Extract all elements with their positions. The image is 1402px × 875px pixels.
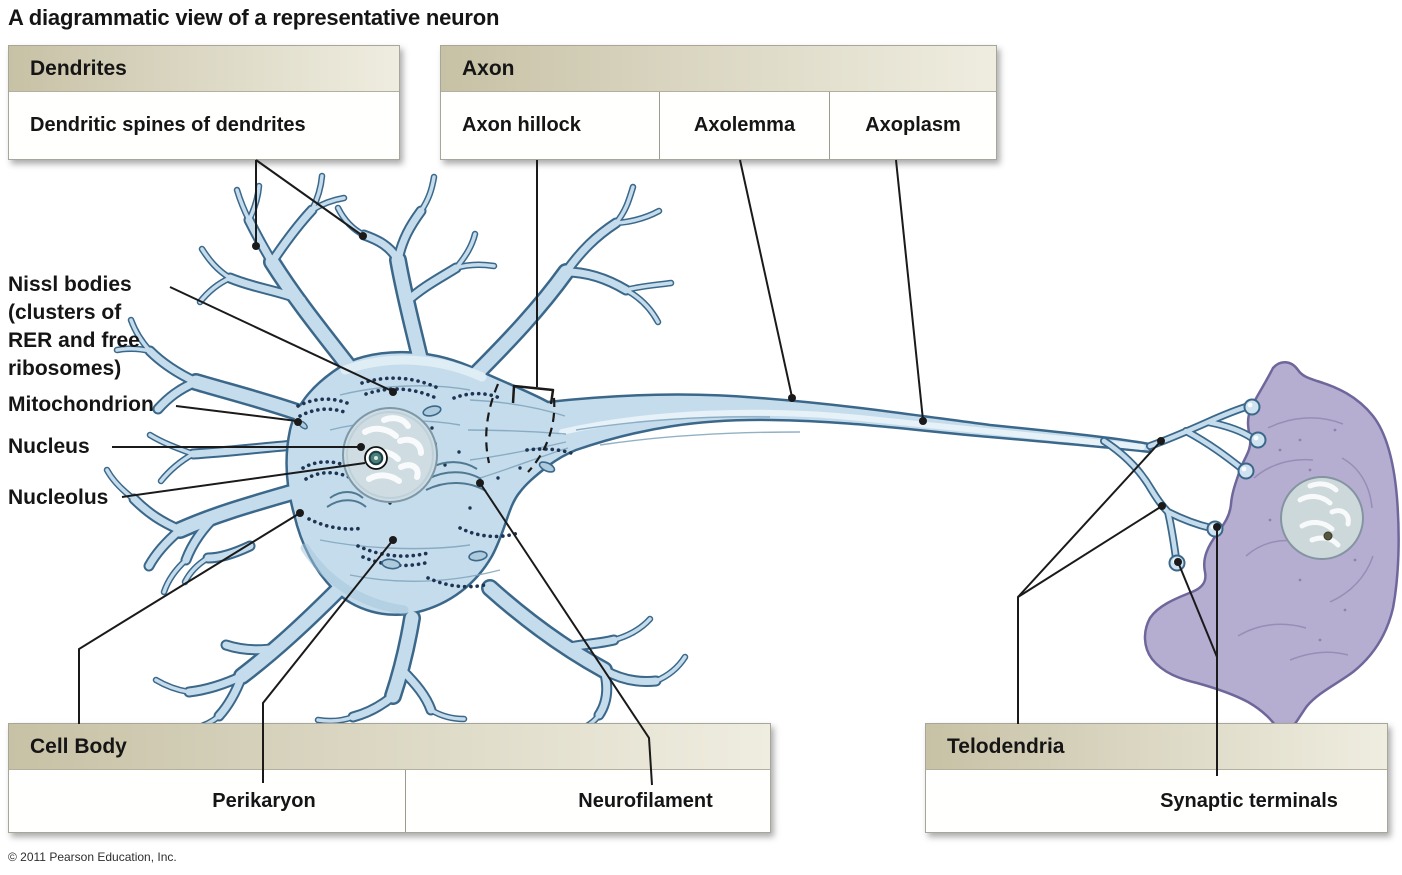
label-axolemma: Axolemma [659, 92, 829, 159]
copyright-line: © 2011 Pearson Education, Inc. [8, 850, 177, 864]
axon-header-label: Axon [462, 56, 515, 80]
postsynaptic-nucleolus [1323, 531, 1333, 541]
label-axoplasm: Axoplasm [829, 92, 996, 159]
telodendria-header: Telodendria [926, 724, 1387, 770]
figure-title: A diagrammatic view of a representative … [8, 5, 500, 30]
nissl-bodies-detail-3: ribosomes) [8, 357, 122, 380]
dendrites-header-label: Dendrites [30, 56, 127, 80]
label-axon-hillock: Axon hillock [462, 114, 581, 136]
label-dendritic-spines: Dendritic spines of dendrites [30, 114, 306, 136]
nucleolus [364, 446, 388, 470]
label-box-axon: Axon Axon hillock Axolemma Axoplasm [440, 45, 997, 160]
label-box-dendrites: Dendrites Dendritic spines of dendrites [8, 45, 400, 160]
axon-header: Axon [441, 46, 996, 92]
label-nucleolus: Nucleolus [8, 486, 109, 509]
label-perikaryon: Perikaryon [212, 789, 316, 812]
nissl-bodies-name: Nissl bodies [8, 273, 132, 296]
label-synaptic-terminals: Synaptic terminals [1160, 789, 1338, 812]
label-nucleus: Nucleus [8, 435, 90, 458]
label-neurofilament: Neurofilament [405, 770, 770, 832]
nissl-bodies-detail-1: (clusters of [8, 301, 122, 324]
nissl-bodies-detail-2: RER and free [8, 329, 140, 352]
label-box-telodendria: Telodendria Synaptic terminals [925, 723, 1388, 833]
cell-body-header-label: Cell Body [30, 734, 127, 758]
dendrites-header: Dendrites [9, 46, 399, 92]
postsynaptic-nucleus [1280, 476, 1364, 560]
label-mitochondrion: Mitochondrion [8, 393, 154, 416]
postsynaptic-cell [1143, 361, 1400, 742]
label-nissl-bodies: Nissl bodies (clusters of RER and free r… [8, 271, 140, 383]
cell-body-header: Cell Body [9, 724, 770, 770]
label-box-cell-body: Cell Body Perikaryon Neurofilament [8, 723, 771, 833]
telodendria-header-label: Telodendria [947, 734, 1065, 758]
nucleus [342, 407, 438, 503]
